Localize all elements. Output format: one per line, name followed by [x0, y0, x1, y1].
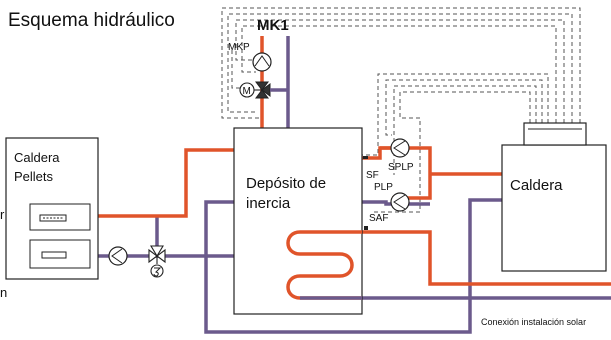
- pipe-tank-left-return: [204, 198, 502, 334]
- wire-mkp-motor: [231, 50, 240, 89]
- splp-label: SPLP: [388, 162, 414, 173]
- mk1-valve-bottom: [255, 89, 269, 99]
- pellet-valve-top: [150, 245, 164, 258]
- pellet-boiler-label-2: Pellets: [14, 169, 54, 184]
- pellet-boiler-label-1: Caldera: [14, 150, 60, 165]
- motor-label: M: [243, 86, 251, 97]
- control-wiring: [221, 7, 581, 213]
- three-way-valve-icon: [255, 81, 288, 99]
- heat-exchanger-coil-icon: [286, 230, 362, 300]
- boiler-controller: [523, 122, 587, 146]
- wire-controller-mk1-mid: [227, 13, 573, 123]
- pump-circle-icon: [252, 52, 272, 72]
- buffer-tank-box: [233, 127, 363, 315]
- pellet-valve-left: [148, 248, 158, 264]
- saf-sensor: [364, 226, 368, 230]
- pellet-valve-right: [156, 248, 166, 264]
- boiler-label: Caldera: [510, 177, 563, 194]
- pellet-return-pump-arrow: [111, 248, 123, 264]
- mkp-label: MKP: [228, 42, 250, 53]
- thermostat-symbol: [153, 267, 162, 277]
- buffer-tank-label-1: Depósito de: [246, 175, 326, 192]
- three-way-valve-icon: [148, 245, 166, 264]
- edge-label-r: r: [0, 207, 5, 222]
- plp-label: PLP: [374, 182, 393, 193]
- boiler: Caldera: [501, 122, 607, 272]
- edge-label-n: n: [0, 285, 7, 300]
- thermostat-icon: [150, 264, 164, 278]
- sf-sensor: [363, 156, 368, 159]
- pump-circle-icon: [108, 246, 128, 266]
- mkp-pump: [252, 52, 272, 72]
- pump-circle-icon: [390, 192, 410, 212]
- mkp-pump-arrow: [254, 55, 270, 67]
- mk1-valve-top: [255, 81, 269, 91]
- pipe-coil-inlet: [362, 230, 611, 286]
- wire-controller-mk1-outer: [221, 7, 581, 123]
- motor-icon: M: [239, 82, 262, 98]
- wire-controller-mkp-2: [241, 25, 557, 123]
- splp-pump-arrow: [393, 140, 406, 156]
- diagram-title: Esquema hidráulico: [8, 10, 175, 31]
- pipe-pellets-flow: [98, 148, 234, 218]
- pellet-display: [39, 214, 67, 222]
- buffer-tank: Depósito de inercia: [233, 127, 363, 315]
- wire-controller-mkp: [235, 19, 565, 123]
- plp-pump-arrow: [393, 194, 406, 210]
- buffer-tank-label-2: inercia: [246, 195, 291, 212]
- mk1-label: MK1: [257, 17, 289, 34]
- plp-pump: [390, 192, 410, 212]
- pellet-return-pump: [108, 246, 128, 266]
- pump-circle-icon: [390, 138, 410, 158]
- splp-pump: [390, 138, 410, 158]
- boiler-box: [501, 144, 607, 272]
- saf-label: SAF: [369, 213, 388, 224]
- wire-controller-splp: [385, 79, 543, 136]
- pellet-hatch-handle: [41, 251, 67, 259]
- pellet-boiler: Caldera Pellets: [5, 137, 99, 280]
- solar-connection-label: Conexión instalación solar: [481, 317, 586, 327]
- wire-controller-saf: [372, 91, 531, 213]
- sf-label: SF: [366, 170, 379, 181]
- wire-controller-plp: [393, 85, 537, 175]
- wire-controller-sf: [362, 73, 549, 156]
